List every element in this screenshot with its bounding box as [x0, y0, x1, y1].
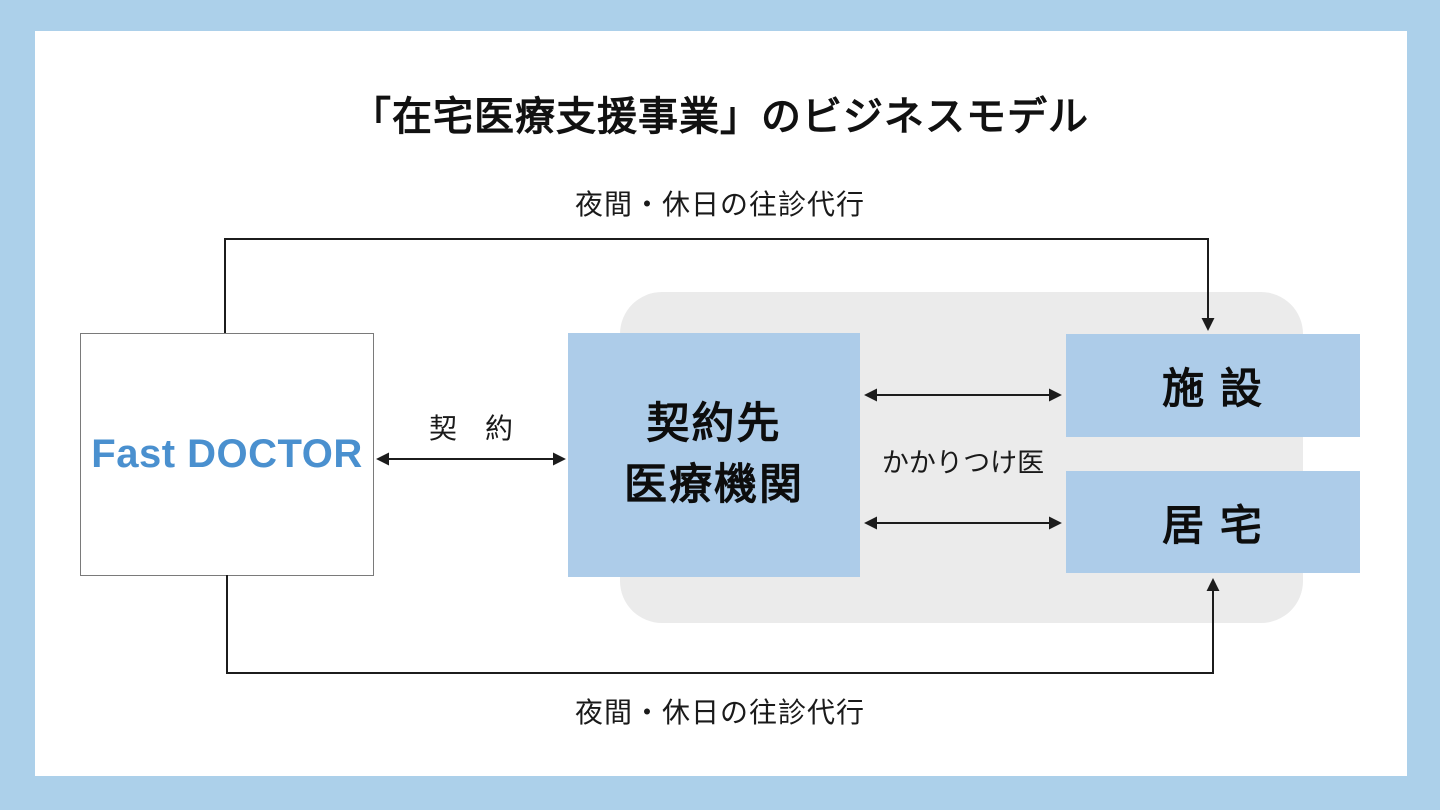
medical-institution-line2: 医療機関 — [624, 461, 804, 509]
top-flow-label: 夜間・休日の往診代行 — [574, 189, 865, 220]
node-fastdoctor: Fast DOCTOR — [80, 333, 374, 576]
home-label: 居 宅 — [1162, 501, 1264, 549]
facility-label: 施 設 — [1162, 365, 1264, 412]
medical-institution-line1: 契約先 — [646, 399, 782, 448]
node-facility: 施 設 — [1066, 334, 1360, 437]
page-title: 「在宅医療支援事業」のビジネスモデル — [351, 95, 1089, 139]
node-medical-institution: 契約先 医療機関 — [568, 333, 860, 577]
node-home: 居 宅 — [1066, 471, 1360, 573]
fastdoctor-logo: Fast DOCTOR — [91, 432, 363, 476]
family-doctor-label: かかりつけ医 — [881, 448, 1045, 478]
contract-label: 契 約 — [428, 413, 513, 444]
bottom-flow-label: 夜間・休日の往診代行 — [574, 697, 865, 728]
